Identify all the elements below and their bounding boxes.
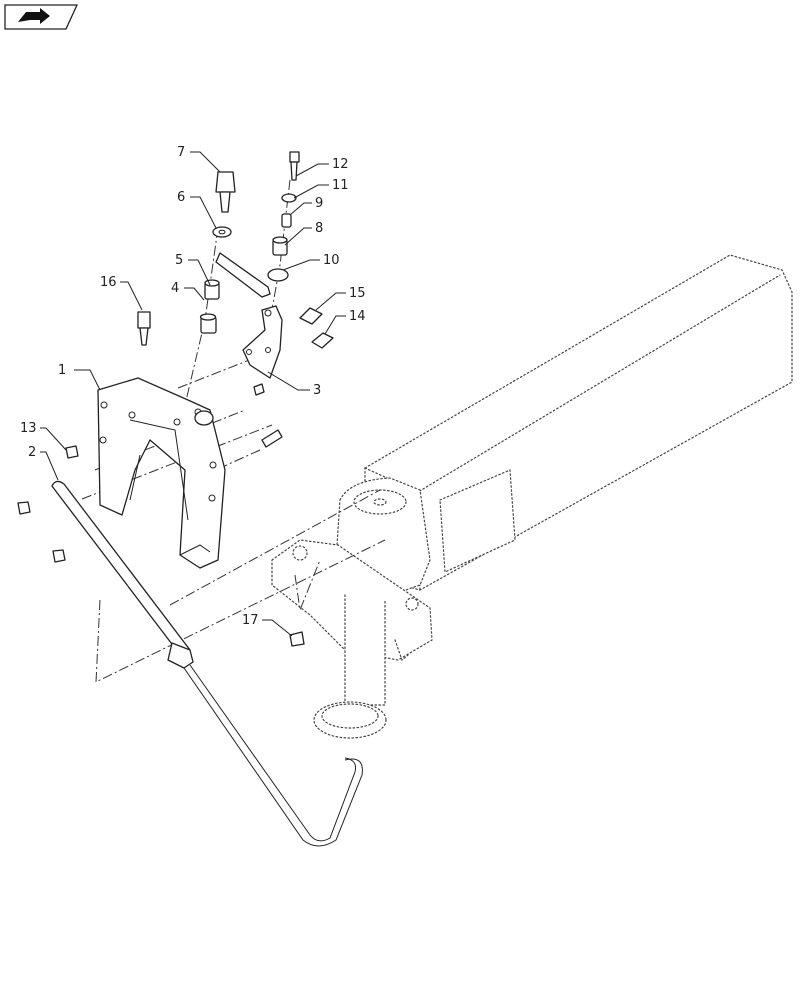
arrow-forward-icon [18,8,50,24]
leader-lines [40,151,346,637]
plate-part-3 [242,305,283,379]
callout-16: 16 [100,275,117,290]
callout-14: 14 [349,309,366,324]
callout-11: 11 [332,178,349,193]
callout-5: 5 [175,253,183,268]
callout-labels: 1 2 3 4 5 6 7 8 9 10 11 12 13 14 15 16 1… [20,145,366,628]
tongue-ghost [271,254,793,739]
callout-13: 13 [20,421,37,436]
callout-7: 7 [177,145,185,160]
callout-3: 3 [313,383,321,398]
callout-10: 10 [323,253,340,268]
bracket-part-1 [97,377,226,569]
callout-12: 12 [332,157,349,172]
callout-2: 2 [28,445,36,460]
hardware [17,151,334,647]
callout-4: 4 [171,281,179,296]
callout-15: 15 [349,286,366,301]
callout-17: 17 [242,613,259,628]
callout-9: 9 [315,196,323,211]
rod-part-2 [51,480,363,847]
callout-6: 6 [177,190,185,205]
callout-8: 8 [315,221,323,236]
callout-1: 1 [58,363,66,378]
next-page-button[interactable] [4,4,78,30]
